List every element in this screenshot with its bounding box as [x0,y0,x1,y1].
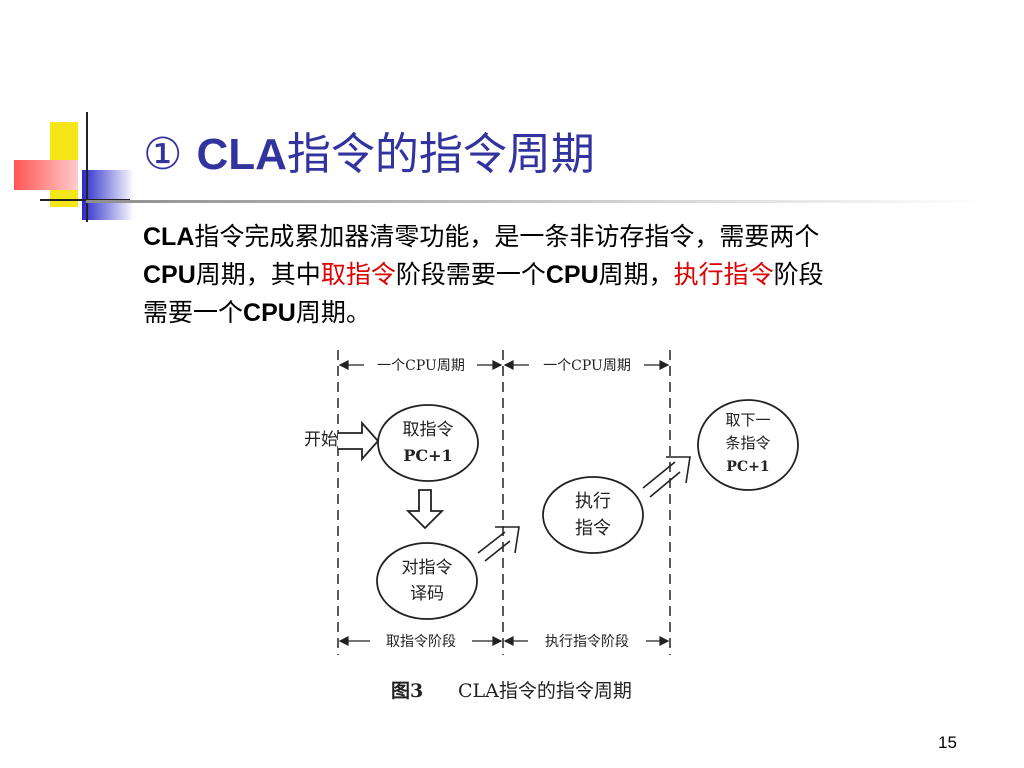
body-text: 周期， [598,260,674,289]
decor-horizontal-line [40,199,130,201]
decode-node-line1: 对指令 [402,558,453,578]
fetch-node-line2: PC+1 [403,446,452,465]
title-number: ① [143,129,183,180]
body-text: 周期。 [295,298,371,327]
body-text: 周期，其中 [195,260,321,289]
top-dimension-left [338,360,503,370]
start-label: 开始 [304,430,338,450]
title-latin: CLA [196,130,287,179]
body-text-cpu: CPU [545,261,599,289]
down-arrow [405,489,445,530]
title-cjk: 指令的指令周期 [286,129,595,180]
diagonal-arrow-execute-to-next [642,456,691,498]
body-text: 需要一个 [143,298,244,327]
body-text-cpu: CPU [243,299,296,327]
page-number: 15 [938,733,957,752]
body-text: 阶段 [773,260,824,289]
instruction-cycle-diagram: 一个CPU周期 一个CPU周期 开始 取指令 PC+1 对指令 译码 执行 指令… [304,350,799,702]
diagonal-arrow-decode-to-execute [477,526,520,562]
next-fetch-line1: 取下一 [725,411,770,429]
figure-caption-text: CLA指令的指令周期 [458,680,632,702]
top-cycle-label-left: 一个CPU周期 [377,358,465,374]
next-fetch-line3: PC+1 [726,459,769,475]
body-text-cla: CLA [143,223,195,251]
phase-execute-label: 执行指令阶段 [545,634,629,650]
decor-red-bar [14,160,78,190]
highlight-fetch: 取指令 [320,260,396,289]
fetch-node-line1: 取指令 [403,420,454,440]
next-fetch-line2: 条指令 [725,434,770,452]
decor-vertical-line [86,112,88,222]
figure-caption-number: 图3 [391,680,423,702]
decode-node-line2: 译码 [410,584,444,604]
bottom-dimension-right [503,636,670,646]
execute-node [542,476,644,554]
body-text-cpu: CPU [143,261,196,289]
execute-node-line2: 指令 [575,518,611,539]
start-arrow [338,420,380,462]
top-cycle-label-right: 一个CPU周期 [543,358,631,374]
bottom-dimension-left [338,636,503,646]
execute-node-line1: 执行 [575,491,611,512]
decor-blue-square [82,170,134,220]
highlight-execute: 执行指令 [673,260,774,289]
top-dimension-right [503,360,670,370]
body-text: 指令完成累加器清零功能，是一条非访存指令，需要两个 [194,222,820,251]
decode-node [376,542,478,620]
body-text: 阶段需要一个 [395,260,546,289]
phase-fetch-label: 取指令阶段 [386,634,456,650]
slide-title: ① CLA指令的指令周期 [143,118,595,182]
title-underline [86,200,986,203]
fetch-node [377,404,479,482]
next-fetch-node [697,399,799,491]
